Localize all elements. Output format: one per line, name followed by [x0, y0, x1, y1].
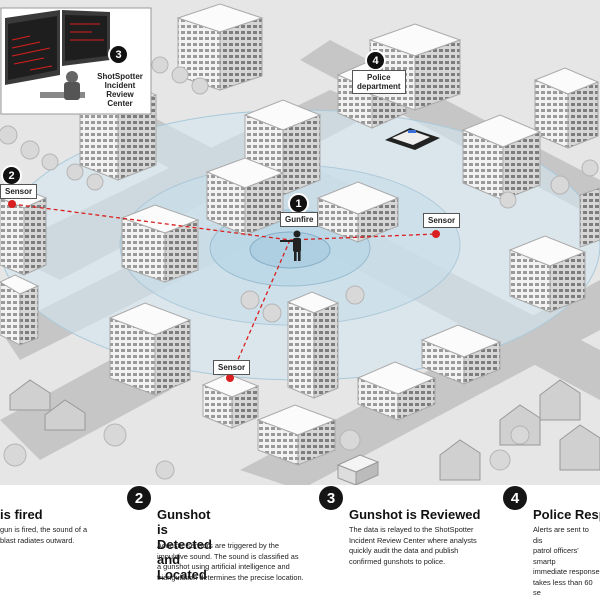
step-3-title: Gunshot is Reviewed	[349, 507, 481, 522]
step-3-desc: The data is relayed to the ShotSpotter I…	[349, 525, 477, 566]
steps-legend: is fired gun is fired, the sound of a bl…	[0, 485, 600, 600]
sensor-dots	[8, 200, 440, 382]
step-badge-3: 3	[108, 44, 129, 65]
sensor-label-left: Sensor	[0, 184, 38, 199]
trees	[0, 56, 599, 480]
step-2-number: 2	[127, 486, 151, 510]
step-4-desc: Alerts are sent to dis patrol officers' …	[533, 525, 600, 597]
police-car	[385, 128, 440, 150]
step-2-desc: Acoustic sensors are triggered by the im…	[157, 541, 304, 582]
step-badge-2: 2	[1, 165, 22, 186]
police-department-label: Police department	[352, 70, 406, 94]
delivery-truck	[336, 454, 380, 486]
step-4-number: 4	[503, 486, 527, 510]
review-center-illustration	[0, 7, 152, 115]
gunfire-label: Gunfire	[280, 212, 319, 227]
step-1-title: is fired	[0, 507, 43, 522]
shooter-figure	[280, 230, 301, 261]
step-4-title: Police Resp	[533, 507, 600, 522]
review-center-label: ShotSpotter Incident Review Center	[97, 72, 143, 108]
triangulation-lines	[11, 203, 437, 379]
step-3-number: 3	[319, 486, 343, 510]
step-1-desc: gun is fired, the sound of a blast radia…	[0, 525, 88, 545]
step-badge-1: 1	[288, 193, 309, 214]
sensor-label-bottom: Sensor	[213, 360, 251, 375]
city-scene	[0, 0, 600, 490]
step-badge-4: 4	[365, 50, 386, 71]
sensor-label-right: Sensor	[423, 213, 461, 228]
step-4: 4 Police Resp Alerts are sent to dis pat…	[503, 485, 600, 600]
step-2-title: Gunshot is Detected and Located	[157, 507, 212, 582]
